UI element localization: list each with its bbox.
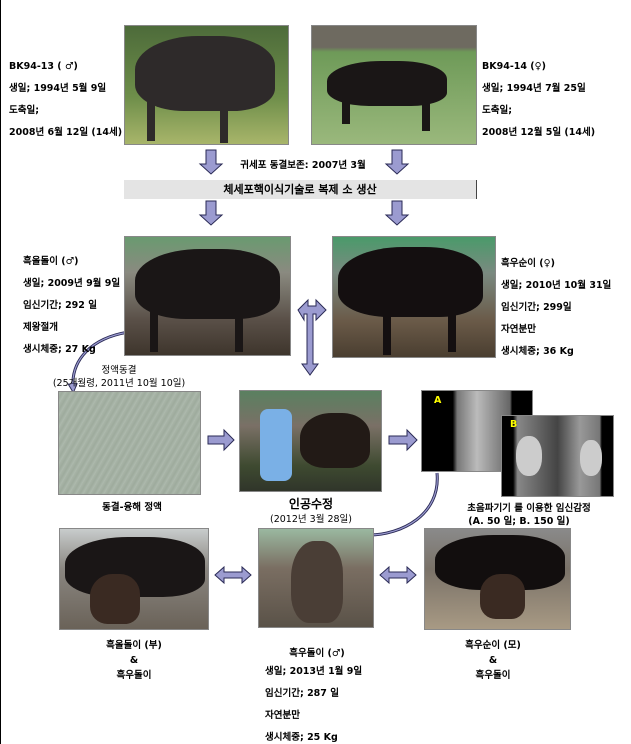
info-line: 도축일; [9,105,40,116]
down-arrow-icon [384,149,410,175]
semen-freeze-title: 정액동결 [101,365,137,376]
right-arrow-icon [207,428,235,452]
info-line: 임신기간; 292 일 [23,300,97,311]
photo-calf [258,528,374,628]
photo-bk94-13 [124,25,289,145]
caption-ai-title: 인공수정 [288,497,334,511]
ultrasound-b-label: B [510,419,518,430]
father-pair-caption: 흑올돌이 (부) & 흑우돌이 [106,638,162,683]
info-line: 생일; 1994년 7월 25일 [482,83,586,94]
caption-ai-date: (2012년 3월 28일) [270,514,352,525]
cryo-label: 귀세포 동결보존: 2007년 3월 [240,160,366,171]
calf-name: 흑우돌이 (♂) [289,648,345,659]
info-line: 생시체중; 36 Kg [501,346,574,357]
mother-pair-caption: 흑우순이 (모) & 흑우돌이 [465,638,521,683]
semen-freeze-date: (25개월령, 2011년 10월 10일) [52,378,186,389]
info-line: 생시체중; 27 Kg [23,344,96,355]
info-line: 생일; 2009년 9월 9일 [23,278,121,289]
info-line: 임신기간; 299일 [501,302,572,313]
double-arrow-icon [379,565,417,585]
ultrasound-b: B [501,415,614,497]
info-line: 도축일; [482,105,513,116]
photo-clone-male [124,236,291,356]
clone-male-info: 흑올돌이 (♂) 생일; 2009년 9월 9일 임신기간; 292 일 제왕절… [23,251,120,361]
info-line: BK94-13 ( ♂) [9,61,78,72]
caption-ultrasound-detail: (A. 50 일; B. 150 일) [468,516,570,527]
parent-female-info: BK94-14 (♀) 생일; 1994년 7월 25일 도축일; 2008년 … [482,56,595,144]
photo-clone-female [332,236,496,358]
info-line: 흑우순이 (♀) [501,258,555,269]
info-line: 생일; 2010년 10월 31일 [501,280,612,291]
photo-father-and-calf [59,528,209,630]
double-arrow-icon [297,298,327,376]
info-line: 생일; 2013년 1월 9일 [265,666,363,677]
right-arrow-icon [388,428,418,452]
info-line: 생시체중; 25 Kg [265,732,338,743]
info-line: 자연분만 [501,324,536,335]
info-line: 제왕절개 [23,322,58,333]
info-line: 자연분만 [265,710,300,721]
parent-male-info: BK94-13 ( ♂) 생일; 1994년 5월 9일 도축일; 2008년 … [9,56,122,144]
info-line: 2008년 12월 5일 (14세) [482,127,596,138]
caption-line: & [488,655,498,666]
photo-frozen-semen [58,391,201,495]
caption-line: 흑올돌이 (부) [106,640,162,651]
caption-frozen-semen: 동결-융해 정액 [102,502,162,513]
down-arrow-icon [198,149,224,175]
info-line: 임신기간; 287 일 [265,688,339,699]
process-bar: 체세포핵이식기술로 복제 소 생산 [124,180,477,199]
photo-bk94-14 [311,25,477,145]
photo-mother-and-calf [424,528,571,630]
caption-line: 흑우순이 (모) [465,640,521,651]
info-line: BK94-14 (♀) [482,61,546,72]
down-arrow-icon [198,200,224,226]
caption-line: & [129,655,139,666]
info-line: 흑올돌이 (♂) [23,256,79,267]
down-arrow-icon [384,200,410,226]
double-arrow-icon [214,565,252,585]
photo-artificial-insemination [239,390,382,492]
info-line: 생일; 1994년 5월 9일 [9,83,107,94]
ultrasound-a-label: A [434,395,442,406]
caption-ultrasound: 초음파기기 를 이용한 임신감정 [467,503,591,514]
clone-female-info: 흑우순이 (♀) 생일; 2010년 10월 31일 임신기간; 299일 자연… [501,253,611,363]
caption-line: 흑우돌이 [116,670,152,681]
info-line: 2008년 6월 12일 (14세) [9,127,123,138]
caption-line: 흑우돌이 [475,670,511,681]
calf-info: 생일; 2013년 1월 9일 임신기간; 287 일 자연분만 생시체중; 2… [265,661,362,744]
